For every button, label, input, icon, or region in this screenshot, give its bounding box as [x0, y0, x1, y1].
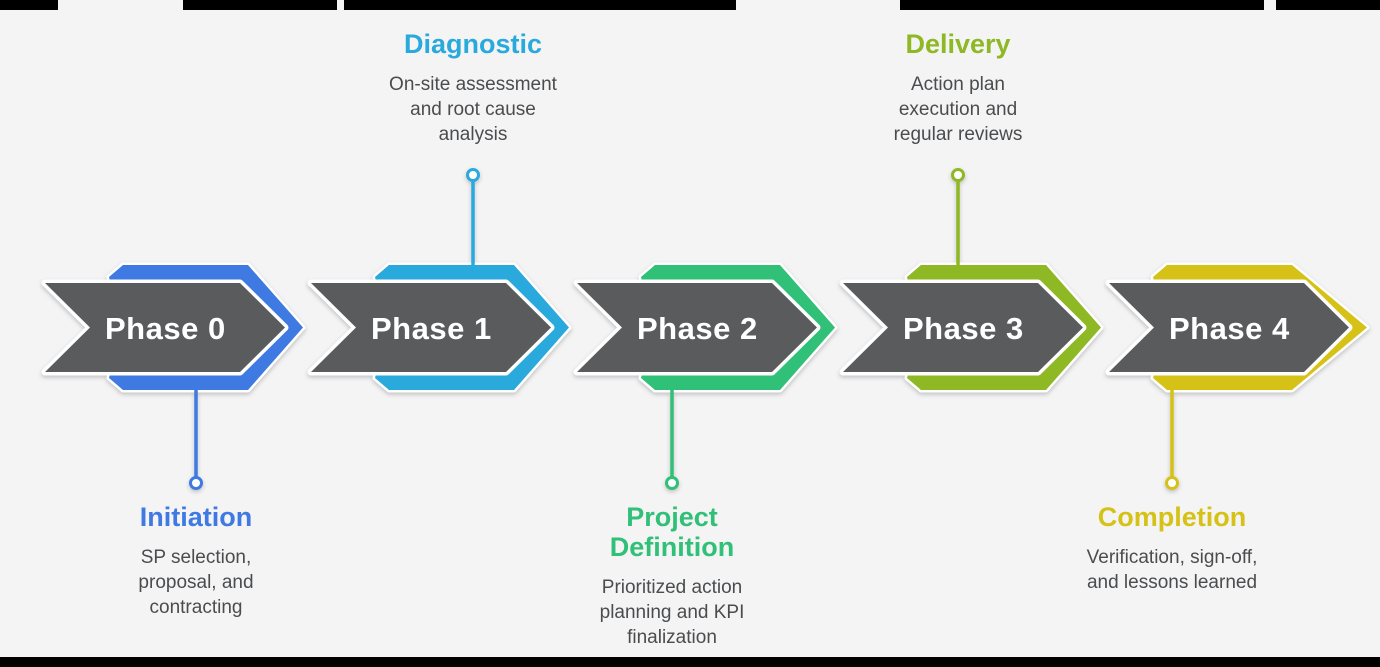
phase-3-label: Phase 3: [903, 311, 1024, 346]
connector-dot-project-definition: [665, 476, 679, 490]
callout-connectors: [189, 168, 1179, 490]
phase-1-arrow: [307, 279, 555, 376]
letterbox-bar-bottom: [0, 657, 1380, 667]
callout-completion: Completion Verification, sign-off, and l…: [1042, 502, 1302, 596]
callout-project-definition-body: Prioritized action planning and KPI fina…: [599, 577, 745, 648]
phase-arrows: [41, 279, 1353, 376]
phase-4-arrow: [1105, 279, 1353, 376]
callout-initiation-body: SP selection, proposal, and contracting: [138, 547, 254, 618]
connector-dot-completion: [1165, 476, 1179, 490]
phase-4-label: Phase 4: [1169, 311, 1290, 346]
callout-delivery-body: Action plan execution and regular review…: [893, 74, 1023, 145]
connector-dot-delivery: [951, 168, 965, 182]
letterbox-bar-top-3: [344, 0, 736, 10]
callout-completion-title: Completion: [1097, 502, 1247, 532]
callout-completion-body: Verification, sign-off, and lessons lear…: [1086, 547, 1258, 593]
connector-dot-diagnostic: [466, 168, 480, 182]
callout-diagnostic-body: On-site assessment and root cause analys…: [389, 74, 557, 145]
letterbox-bar-top-5: [1276, 0, 1380, 10]
phase-labels: Phase 0 Phase 1 Phase 2 Phase 3 Phase 4: [105, 311, 1290, 346]
phase-0-arrow: [41, 279, 289, 376]
phase-2-label: Phase 2: [637, 311, 758, 346]
callout-project-definition-title: Project Definition: [609, 502, 735, 563]
callout-initiation: Initiation SP selection, proposal, and c…: [66, 502, 326, 620]
phase-0-label: Phase 0: [105, 311, 226, 346]
phase-1-label: Phase 1: [371, 311, 492, 346]
letterbox-bar-top-4: [900, 0, 1264, 10]
connector-dot-initiation: [189, 476, 203, 490]
callout-diagnostic: Diagnostic On-site assessment and root c…: [343, 29, 603, 147]
letterbox-bar-top-2: [183, 0, 337, 10]
callout-project-definition: Project Definition Prioritized action pl…: [542, 502, 802, 651]
phase-2-arrow: [573, 279, 821, 376]
callout-delivery-title: Delivery: [905, 29, 1011, 59]
letterbox-bar-top-1: [0, 0, 58, 10]
callout-delivery: Delivery Action plan execution and regul…: [828, 29, 1088, 147]
phase-3-arrow: [839, 279, 1087, 376]
callout-diagnostic-title: Diagnostic: [403, 29, 543, 59]
callout-initiation-title: Initiation: [139, 502, 253, 532]
